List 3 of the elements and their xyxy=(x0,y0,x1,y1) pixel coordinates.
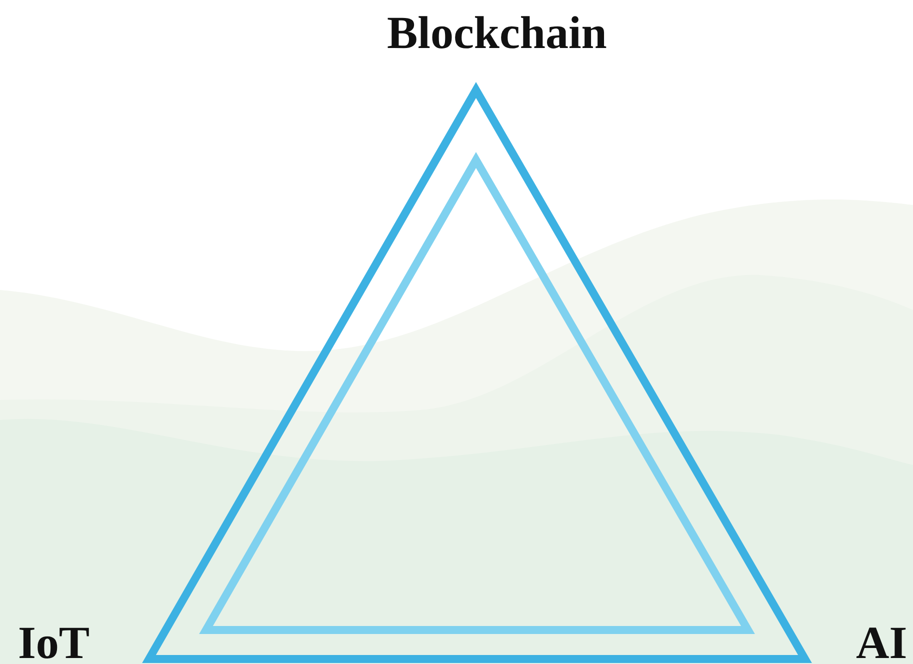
vertex-label: Blockchain xyxy=(387,10,607,56)
vertex-label: AI xyxy=(856,620,908,664)
vertex-label: IoT xyxy=(18,620,90,664)
